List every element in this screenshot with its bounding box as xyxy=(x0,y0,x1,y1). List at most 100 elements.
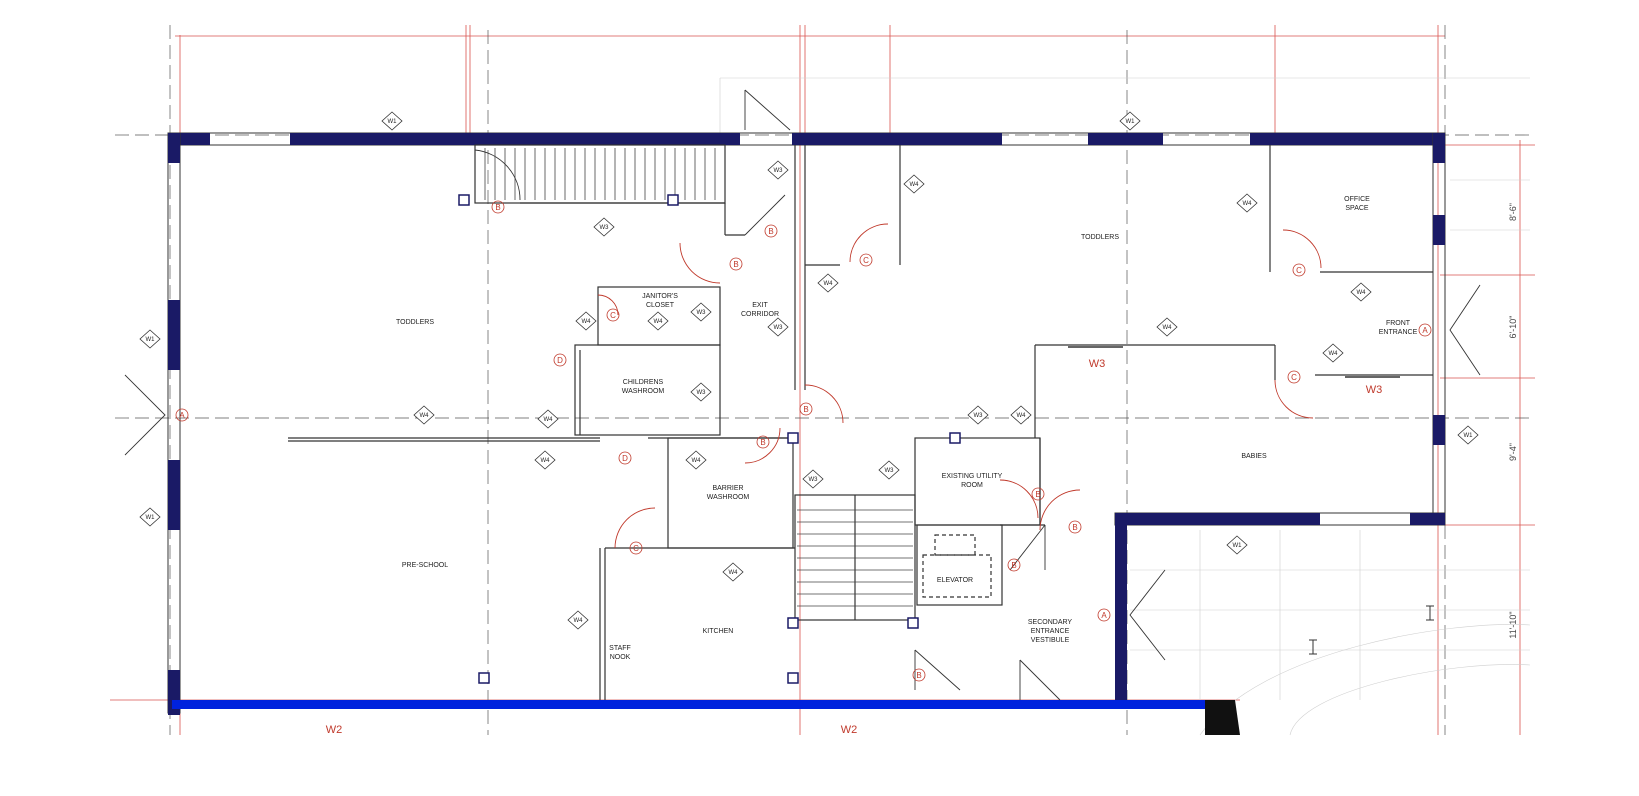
svg-text:C: C xyxy=(1296,266,1302,275)
svg-text:C: C xyxy=(1291,373,1297,382)
room-secondary-entrance: SECONDARY xyxy=(1028,619,1073,626)
svg-text:W3: W3 xyxy=(809,477,819,483)
columns xyxy=(458,194,961,684)
svg-text:D: D xyxy=(557,356,563,365)
svg-text:B: B xyxy=(733,260,738,269)
window-frames xyxy=(1068,346,1400,378)
svg-text:W3: W3 xyxy=(1366,384,1383,396)
svg-text:W4: W4 xyxy=(1329,351,1339,357)
svg-text:W3: W3 xyxy=(774,325,784,331)
svg-text:9'-4": 9'-4" xyxy=(1508,443,1518,461)
svg-text:W4: W4 xyxy=(1243,201,1253,207)
dimension-labels: 8'-6" 6'-10" 9'-4" 11'-10" xyxy=(1508,203,1518,639)
svg-text:A: A xyxy=(1101,611,1107,620)
svg-text:W2: W2 xyxy=(326,724,343,736)
svg-text:B: B xyxy=(495,203,500,212)
exterior-grid xyxy=(719,77,1531,736)
svg-text:W4: W4 xyxy=(541,458,551,464)
svg-text:W4: W4 xyxy=(729,570,739,576)
exterior-walls xyxy=(167,132,1446,735)
stairs-bottom xyxy=(797,509,913,607)
svg-text:6'-10": 6'-10" xyxy=(1508,316,1518,339)
svg-text:ROOM: ROOM xyxy=(961,482,983,489)
svg-text:W3: W3 xyxy=(1089,358,1106,370)
svg-text:C: C xyxy=(610,311,616,320)
svg-text:W4: W4 xyxy=(420,413,430,419)
svg-text:VESTIBULE: VESTIBULE xyxy=(1031,637,1070,644)
svg-text:W1: W1 xyxy=(146,337,156,343)
svg-text:B: B xyxy=(760,438,765,447)
svg-text:W1: W1 xyxy=(388,119,398,125)
svg-text:W4: W4 xyxy=(582,319,592,325)
svg-text:B: B xyxy=(803,405,808,414)
room-kitchen: KITCHEN xyxy=(703,628,734,635)
room-babies: BABIES xyxy=(1241,453,1267,460)
room-front-entrance: FRONT xyxy=(1386,320,1411,327)
interior-walls xyxy=(288,144,1433,700)
window-type-labels: W2 W2 W3 W3 xyxy=(326,358,1383,736)
room-staff-nook: STAFF xyxy=(609,645,631,652)
svg-text:W4: W4 xyxy=(1163,325,1173,331)
room-labels: TODDLERS TODDLERS PRE-SCHOOL KITCHEN STA… xyxy=(396,196,1418,661)
svg-text:C: C xyxy=(633,544,639,553)
room-existing-utility: EXISTING UTILITY xyxy=(942,473,1003,480)
room-janitors-closet: JANITOR'S xyxy=(642,293,678,300)
svg-text:B: B xyxy=(1011,561,1016,570)
svg-text:B: B xyxy=(1072,523,1077,532)
svg-text:W4: W4 xyxy=(574,618,584,624)
svg-text:W4: W4 xyxy=(1017,413,1027,419)
svg-text:W3: W3 xyxy=(697,390,707,396)
centerlines xyxy=(115,25,1535,735)
svg-text:NOOK: NOOK xyxy=(610,654,631,661)
svg-text:A: A xyxy=(179,411,185,420)
room-toddlers-right: TODDLERS xyxy=(1081,234,1119,241)
bottom-wall xyxy=(172,700,1232,709)
svg-text:ENTRANCE: ENTRANCE xyxy=(1379,329,1418,336)
svg-text:W4: W4 xyxy=(1357,290,1367,296)
svg-text:11'-10": 11'-10" xyxy=(1508,611,1518,638)
svg-text:8'-6": 8'-6" xyxy=(1508,203,1518,221)
room-childrens-washroom: CHILDRENS xyxy=(623,379,664,386)
svg-text:W4: W4 xyxy=(654,319,664,325)
door-type-markers xyxy=(175,200,1432,682)
svg-text:W1: W1 xyxy=(1233,543,1243,549)
svg-text:B: B xyxy=(916,671,921,680)
svg-text:W3: W3 xyxy=(974,413,984,419)
grid-lines xyxy=(110,25,1535,735)
svg-text:W4: W4 xyxy=(910,182,920,188)
room-office-space: OFFICE xyxy=(1344,196,1370,203)
svg-text:B: B xyxy=(768,227,773,236)
svg-text:WASHROOM: WASHROOM xyxy=(622,388,665,395)
window-tags xyxy=(139,111,1479,630)
svg-text:W1: W1 xyxy=(146,515,156,521)
svg-text:W2: W2 xyxy=(841,724,858,736)
room-barrier-washroom: BARRIER xyxy=(712,485,743,492)
room-elevator: ELEVATOR xyxy=(937,577,973,584)
svg-text:ENTRANCE: ENTRANCE xyxy=(1031,628,1070,635)
svg-text:SPACE: SPACE xyxy=(1345,205,1369,212)
svg-text:W4: W4 xyxy=(544,417,554,423)
window-tag-labels: W1 W1 W1 W1 W1 W1 W3 W3 W3 W3 W3 W3 W3 W… xyxy=(146,119,1474,624)
svg-text:W3: W3 xyxy=(697,310,707,316)
room-toddlers-left: TODDLERS xyxy=(396,319,434,326)
svg-text:W3: W3 xyxy=(600,225,610,231)
room-pre-school: PRE-SCHOOL xyxy=(402,562,448,569)
svg-text:W1: W1 xyxy=(1126,119,1136,125)
room-exit-corridor: EXIT xyxy=(752,302,768,309)
door-swings xyxy=(597,223,1322,549)
svg-text:WASHROOM: WASHROOM xyxy=(707,494,750,501)
svg-text:D: D xyxy=(622,454,628,463)
door-leaves xyxy=(124,89,1481,701)
svg-text:CLOSET: CLOSET xyxy=(646,302,675,309)
svg-text:CORRIDOR: CORRIDOR xyxy=(741,311,779,318)
svg-text:B: B xyxy=(1035,490,1040,499)
svg-text:C: C xyxy=(863,256,869,265)
door-type-labels: B B B C C D A B B D C B B B A B C C A xyxy=(179,203,1428,680)
svg-text:W4: W4 xyxy=(692,458,702,464)
svg-text:W4: W4 xyxy=(824,281,834,287)
svg-text:W3: W3 xyxy=(774,168,784,174)
svg-text:W3: W3 xyxy=(885,468,895,474)
exterior-symbols xyxy=(1309,605,1434,655)
